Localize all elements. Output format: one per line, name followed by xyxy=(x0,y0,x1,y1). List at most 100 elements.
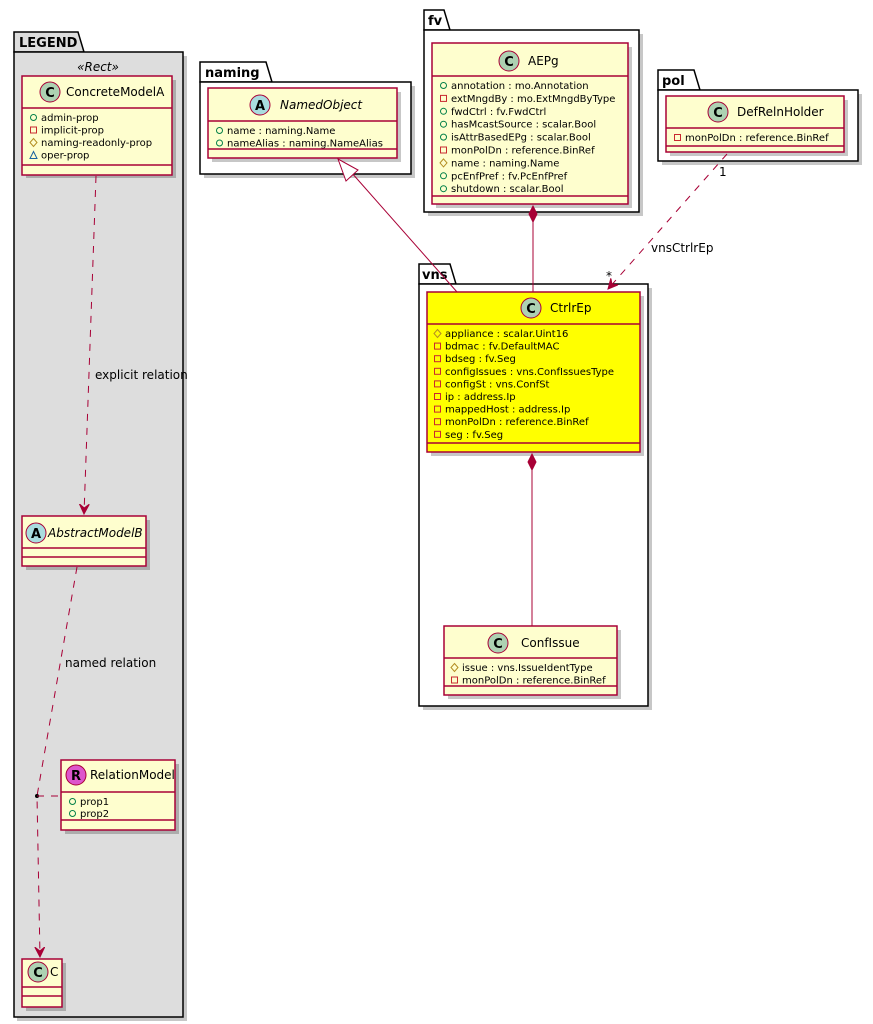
private-visibility-icon xyxy=(440,146,447,154)
attribute-text: prop2 xyxy=(80,809,109,820)
attribute-text: admin-prop xyxy=(41,113,99,124)
attribute-row: seg : fv.Seg xyxy=(434,430,503,441)
attribute-text: extMngdBy : mo.ExtMngdByType xyxy=(451,94,615,105)
private-visibility-icon xyxy=(434,342,441,350)
attribute-row: monPolDn : reference.BinRef xyxy=(434,417,589,428)
composition-ctrlrep-confissue[interactable] xyxy=(527,452,537,626)
class-kind-letter: C xyxy=(45,86,55,101)
attribute-row: implicit-prop xyxy=(30,126,104,137)
public-visibility-icon xyxy=(30,114,37,121)
public-visibility-icon xyxy=(216,127,223,134)
attribute-text: pcEnfPref : fv.PcEnfPref xyxy=(451,171,568,182)
class-icon xyxy=(520,297,542,319)
legend-stereotype: «Rect» xyxy=(77,60,119,74)
class-icon xyxy=(707,101,729,123)
protected-visibility-icon xyxy=(433,328,442,339)
attribute-row: mappedHost : address.Ip xyxy=(434,405,570,416)
class-kind-letter: R xyxy=(71,769,81,784)
private-visibility-icon xyxy=(434,380,441,388)
relation-label: named relation xyxy=(65,656,156,670)
relation-label: vnsCtrlrEp xyxy=(651,241,713,255)
attribute-text: name : naming.Name xyxy=(451,158,559,169)
private-visibility-icon xyxy=(434,405,441,413)
attribute-text: ip : address.Ip xyxy=(445,392,516,403)
class-conf-issue[interactable]: C ConfIssue issue : vns.IssueIdentTypemo… xyxy=(443,625,621,699)
legend-named-relation[interactable]: named relation xyxy=(35,566,156,957)
class-name: NamedObject xyxy=(280,98,363,112)
class-abstract-model-b[interactable]: A AbstractModelB xyxy=(21,515,150,570)
attribute-text: configIssues : vns.ConfIssuesType xyxy=(445,367,614,378)
class-c[interactable]: C C xyxy=(21,958,66,1011)
generalization-ctrlrep-namedobject[interactable] xyxy=(337,157,458,293)
relation-class-icon xyxy=(65,764,87,786)
attribute-text: appliance : scalar.Uint16 xyxy=(445,329,568,340)
attribute-text: annotation : mo.Annotation xyxy=(451,81,589,92)
private-visibility-icon xyxy=(30,126,37,134)
attribute-row: isAttrBasedEPg : scalar.Bool xyxy=(440,133,591,144)
class-icon xyxy=(27,961,49,983)
public-visibility-icon xyxy=(440,107,447,115)
public-visibility-icon xyxy=(440,120,447,128)
attribute-row: name : naming.Name xyxy=(439,158,559,169)
attribute-text: monPolDn : reference.BinRef xyxy=(445,417,589,428)
class-aepg[interactable]: C AEPg annotation : mo.AnnotationextMngd… xyxy=(431,42,632,208)
attribute-row: bdseg : fv.Seg xyxy=(434,354,516,365)
attribute-row: monPolDn : reference.BinRef xyxy=(451,676,606,687)
attribute-row: oper-prop xyxy=(29,150,89,162)
class-named-object[interactable]: A NamedObject name : naming.NamenameAlia… xyxy=(207,87,401,162)
attribute-row: nameAlias : naming.NameAlias xyxy=(216,139,383,150)
attribute-row: shutdown : scalar.Bool xyxy=(440,184,564,195)
class-ctrlr-ep[interactable]: C CtrlrEp appliance : scalar.Uint16bdmac… xyxy=(426,291,644,456)
attribute-text: shutdown : scalar.Bool xyxy=(451,184,564,195)
attribute-text: issue : vns.IssueIdentType xyxy=(462,663,593,674)
attribute-text: prop1 xyxy=(80,797,109,808)
attribute-row: extMngdBy : mo.ExtMngdByType xyxy=(440,94,615,105)
public-visibility-icon xyxy=(216,139,223,147)
public-visibility-icon xyxy=(440,172,447,180)
abstract-class-icon xyxy=(249,94,271,116)
class-concrete-model-a[interactable]: C ConcreteModelA admin-prop implicit-prop… xyxy=(21,75,176,178)
attribute-row: ip : address.Ip xyxy=(434,392,516,403)
attribute-row: bdmac : fv.DefaultMAC xyxy=(434,342,559,353)
class-name: RelationModel xyxy=(90,768,175,782)
attribute-text: monPolDn : reference.BinRef xyxy=(451,146,595,157)
class-name: DefRelnHolder xyxy=(737,105,824,119)
package-title: vns xyxy=(422,268,448,283)
attribute-text: nameAlias : naming.NameAlias xyxy=(227,139,383,150)
attribute-text: naming-readonly-prop xyxy=(41,138,152,149)
private-visibility-icon xyxy=(674,134,681,141)
source-multiplicity: 1 xyxy=(719,165,727,179)
package-visibility-icon xyxy=(29,150,38,159)
attribute-text: monPolDn : reference.BinRef xyxy=(685,133,829,144)
class-icon xyxy=(487,632,509,654)
private-visibility-icon xyxy=(434,430,441,438)
private-visibility-icon xyxy=(434,355,441,363)
relation-vns-ctrlr-ep[interactable]: 1 * vnsCtrlrEp xyxy=(606,153,728,289)
attribute-row: naming-readonly-prop xyxy=(29,137,152,149)
attribute-text: name : naming.Name xyxy=(227,126,335,137)
class-name: C xyxy=(50,965,58,979)
legend-explicit-relation[interactable]: explicit relation xyxy=(84,175,188,514)
attribute-row: configIssues : vns.ConfIssuesType xyxy=(434,367,614,378)
class-icon xyxy=(498,50,520,72)
attribute-text: implicit-prop xyxy=(41,126,104,137)
class-kind-letter: C xyxy=(493,637,503,652)
class-name: ConcreteModelA xyxy=(66,85,165,99)
attribute-text: bdseg : fv.Seg xyxy=(445,354,516,365)
private-visibility-icon xyxy=(451,676,458,684)
package-title: LEGEND xyxy=(19,36,78,51)
class-def-reln-holder[interactable]: C DefRelnHolder monPolDn : reference.Bin… xyxy=(665,95,848,156)
generalization-arrowhead xyxy=(337,157,359,182)
package-title: pol xyxy=(662,74,685,89)
class-name: AEPg xyxy=(528,54,559,68)
package-title: naming xyxy=(205,66,260,81)
attribute-row: issue : vns.IssueIdentType xyxy=(450,662,593,674)
class-kind-letter: A xyxy=(31,527,41,542)
class-kind-letter: C xyxy=(33,966,43,981)
attribute-row: configSt : vns.ConfSt xyxy=(434,379,550,390)
class-kind-letter: C xyxy=(526,302,536,317)
protected-visibility-icon xyxy=(439,158,448,168)
composition-aepg-ctrlrep[interactable] xyxy=(528,204,538,292)
